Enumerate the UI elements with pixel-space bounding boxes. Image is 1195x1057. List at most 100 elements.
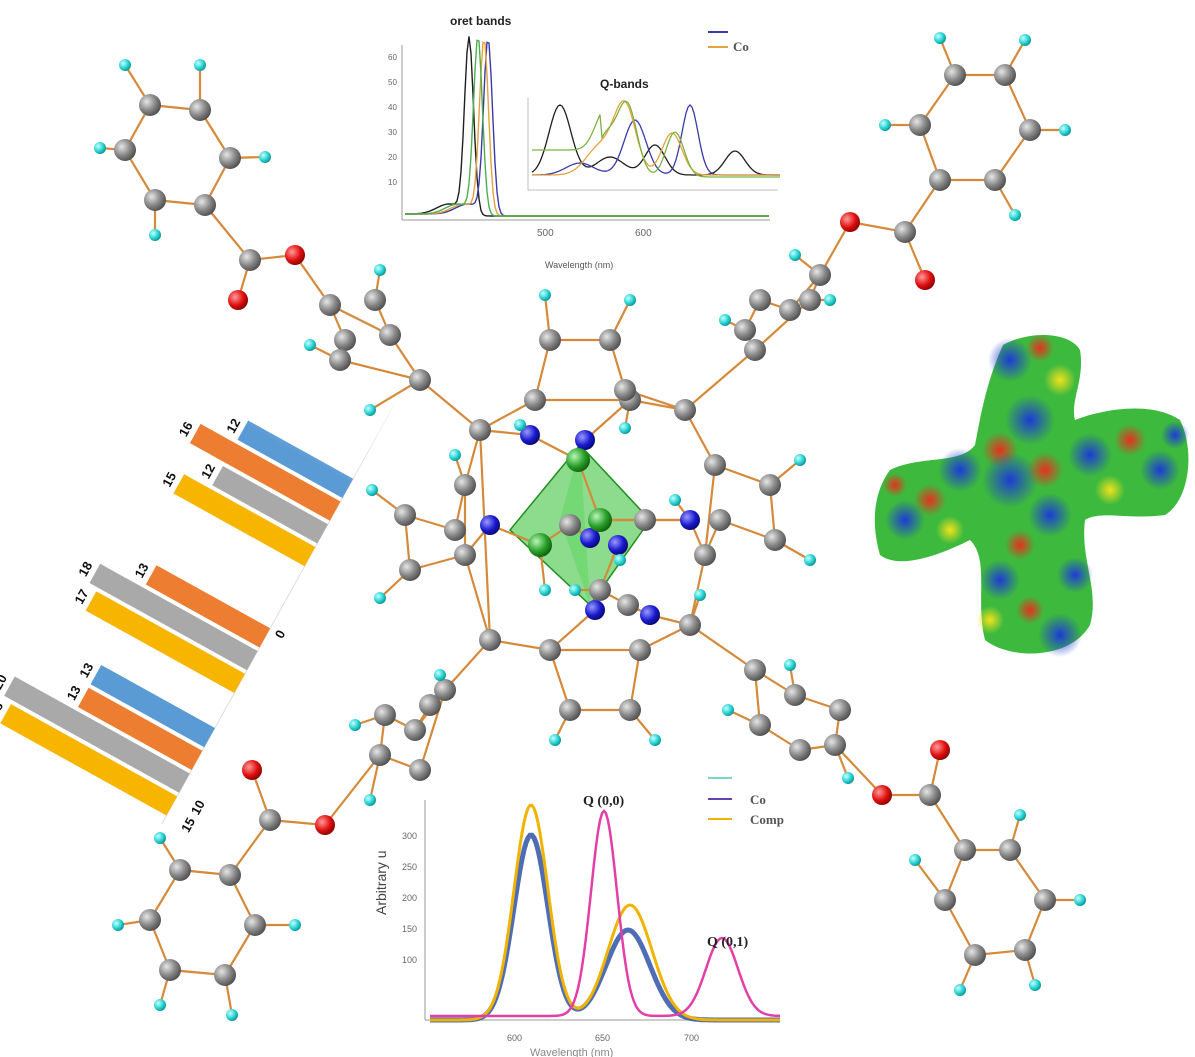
carbon-atom	[619, 699, 641, 721]
carbon-atom	[744, 659, 766, 681]
bar-g2-2	[189, 423, 341, 521]
carbon-atom	[114, 139, 136, 161]
carbon-atom	[1034, 889, 1056, 911]
top-x-tick-600: 600	[635, 228, 652, 239]
hydrogen-atom	[879, 119, 891, 131]
bar-label-g0-0: 18	[0, 699, 6, 719]
carbon-atom	[194, 194, 216, 216]
bond-61	[478, 428, 492, 642]
hydrogen-atom	[1009, 209, 1021, 221]
hydrogen-atom	[226, 1009, 238, 1021]
hydrogen-atom	[789, 249, 801, 261]
top-x-tick-500: 500	[537, 228, 554, 239]
carbon-atom	[694, 544, 716, 566]
carbon-atom	[539, 639, 561, 661]
metal-atom	[588, 508, 612, 532]
hydrogen-atom	[719, 314, 731, 326]
metal-atom	[566, 448, 590, 472]
carbon-atom	[399, 559, 421, 581]
carbon-atom	[319, 294, 341, 316]
bottom-y-tick-150: 150	[402, 924, 417, 934]
oxygen-atom	[228, 290, 248, 310]
hydrogen-atom	[824, 294, 836, 306]
carbon-atom	[634, 509, 656, 531]
soret-curve-3	[405, 39, 769, 217]
bottom-x-tick-650: 650	[595, 1033, 610, 1043]
hydrogen-atom	[154, 832, 166, 844]
top-y-tick-10: 10	[388, 178, 397, 187]
oxygen-atom	[930, 740, 950, 760]
bond-20	[463, 553, 492, 642]
bar-label-g2-0: 15	[159, 469, 179, 489]
bond-95	[688, 623, 757, 672]
bar-g2-3	[237, 420, 354, 498]
carbon-atom	[1019, 119, 1041, 141]
carbon-atom	[379, 324, 401, 346]
carbon-atom	[789, 739, 811, 761]
esp-patch-19	[1038, 613, 1082, 657]
bar-label-g1-1: 18	[75, 559, 95, 579]
hydrogen-atom	[374, 264, 386, 276]
peak-label-q00: Q (0,0)	[583, 794, 625, 809]
carbon-atom	[259, 809, 281, 831]
oxygen-atom	[872, 785, 892, 805]
peak-label-q01: Q (0,1)	[707, 935, 749, 950]
esp-patch-15	[1028, 493, 1072, 537]
carbon-atom	[709, 509, 731, 531]
esp-patch-16	[1005, 530, 1035, 560]
carbon-atom	[329, 349, 351, 371]
porphyrin-molecule	[94, 32, 1086, 1021]
carbon-atom	[409, 759, 431, 781]
carbon-atom	[829, 699, 851, 721]
carbon-atom	[999, 839, 1021, 861]
bar-g1-1	[89, 563, 258, 671]
carbon-atom	[364, 289, 386, 311]
bond-29	[328, 303, 392, 337]
oxygen-atom	[840, 212, 860, 232]
esp-patch-9	[982, 452, 1038, 508]
bond-11	[703, 463, 717, 557]
carbon-atom	[219, 147, 241, 169]
hydrogen-atom	[1019, 34, 1031, 46]
carbon-atom	[779, 299, 801, 321]
bar-label-g0-3: 13	[76, 660, 96, 680]
carbon-atom	[994, 64, 1016, 86]
carbon-atom	[1014, 939, 1036, 961]
nitrogen-atom	[520, 425, 540, 445]
carbon-atom	[454, 544, 476, 566]
bottom-chart-x-label: Wavelength (nm)	[530, 1047, 613, 1057]
esp-patch-2	[1044, 364, 1076, 396]
hydrogen-atom	[119, 59, 131, 71]
top-y-tick-40: 40	[388, 103, 397, 112]
hydrogen-atom	[349, 719, 361, 731]
hydrogen-atom	[364, 794, 376, 806]
carbon-atom	[784, 684, 806, 706]
bond-68	[323, 753, 382, 827]
hydrogen-atom	[539, 289, 551, 301]
carbon-atom	[189, 99, 211, 121]
carbon-atom	[374, 704, 396, 726]
carbon-atom	[934, 889, 956, 911]
q-curve-3	[532, 100, 780, 178]
hydrogen-atom	[954, 984, 966, 996]
carbon-atom	[674, 399, 696, 421]
carbon-atom	[444, 519, 466, 541]
hydrogen-atom	[94, 142, 106, 154]
carbon-atom	[749, 289, 771, 311]
bond-27	[418, 378, 482, 432]
hydrogen-atom	[669, 494, 681, 506]
carbon-atom	[479, 629, 501, 651]
bond-94	[443, 638, 492, 692]
hydrogen-atom	[722, 704, 734, 716]
carbon-atom	[214, 964, 236, 986]
carbon-atom	[629, 639, 651, 661]
emission-curve-magenta	[430, 809, 781, 1018]
carbon-atom	[984, 169, 1006, 191]
bottom-x-tick-600: 600	[507, 1033, 522, 1043]
bar-g0-2	[77, 687, 203, 770]
bottom-chart-legend: Co Comp	[708, 777, 784, 827]
carbon-atom	[599, 329, 621, 351]
